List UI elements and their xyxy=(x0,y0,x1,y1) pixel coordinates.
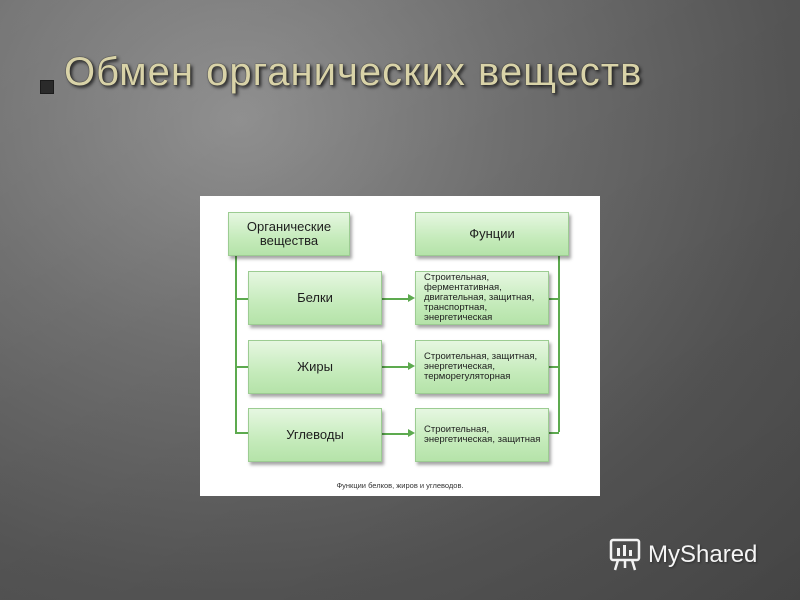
arrow-right-icon xyxy=(408,362,415,370)
substance-box-proteins: Белки xyxy=(248,271,382,325)
right-branch-3 xyxy=(548,432,559,434)
slide-title: Обмен органических веществ xyxy=(64,50,643,94)
title-bullet-icon xyxy=(40,80,54,94)
left-branch-3 xyxy=(235,432,248,434)
header-functions: Фунции xyxy=(415,212,569,256)
arrow-line-2 xyxy=(382,366,410,368)
arrow-right-icon xyxy=(408,429,415,437)
arrow-line-3 xyxy=(382,433,410,435)
arrow-line-1 xyxy=(382,298,410,300)
arrow-right-icon xyxy=(408,294,415,302)
left-branch-1 xyxy=(235,298,248,300)
functions-box-fats: Строительная, защитная, энергетическая, … xyxy=(415,340,549,394)
functions-box-carbohydrates: Строительная, энергетическая, защитная xyxy=(415,408,549,462)
substance-box-fats: Жиры xyxy=(248,340,382,394)
presentation-board-icon xyxy=(609,538,641,571)
diagram-panel: Органические вещества Фунции Белки Жиры … xyxy=(200,196,600,496)
right-branch-1 xyxy=(548,298,559,300)
right-connector-line xyxy=(558,256,560,432)
left-connector-line xyxy=(235,256,237,432)
left-branch-2 xyxy=(235,366,248,368)
right-branch-2 xyxy=(548,366,559,368)
watermark-text: MyShared xyxy=(648,541,758,568)
substance-box-carbohydrates: Углеводы xyxy=(248,408,382,462)
watermark-logo: MyShared xyxy=(608,536,757,574)
functions-box-proteins: Строительная, ферментативная, двигательн… xyxy=(415,271,549,325)
header-substances: Органические вещества xyxy=(228,212,350,256)
diagram-caption: Функции белков, жиров и углеводов. xyxy=(336,481,464,490)
